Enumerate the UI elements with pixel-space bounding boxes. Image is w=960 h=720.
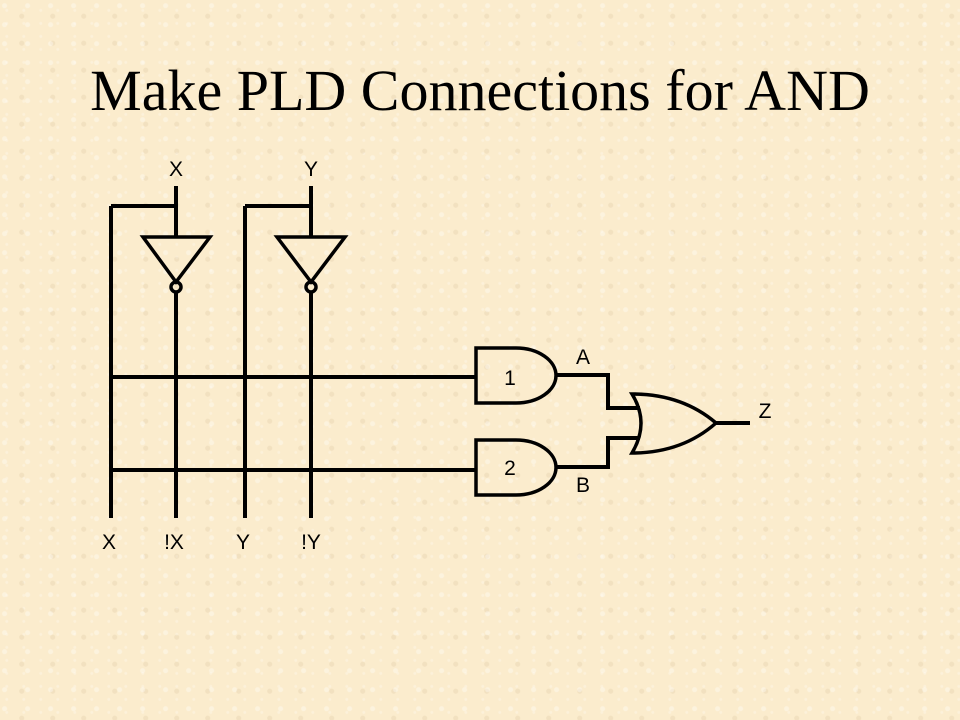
inverter-y bbox=[273, 235, 349, 518]
or-gate bbox=[628, 392, 750, 455]
line-not-x-label: !X bbox=[164, 531, 184, 554]
input-x-label: X bbox=[169, 158, 183, 181]
and-gate-2-label: 2 bbox=[504, 457, 516, 480]
signal-a-label: A bbox=[576, 346, 590, 369]
and-to-or-wiring bbox=[556, 373, 640, 469]
y-input-wiring bbox=[243, 186, 313, 518]
input-y-label: Y bbox=[304, 158, 318, 181]
signal-z-label: Z bbox=[759, 400, 772, 423]
and-gate-1: 1 bbox=[474, 346, 558, 405]
and-gate-1-label: 1 bbox=[504, 367, 516, 390]
and-gate-2: 2 bbox=[474, 438, 558, 497]
inverter-x bbox=[139, 235, 214, 518]
line-not-y-label: !Y bbox=[301, 531, 321, 554]
line-y-label: Y bbox=[236, 531, 250, 554]
signal-b-label: B bbox=[576, 474, 590, 497]
line-x-label: X bbox=[102, 531, 116, 554]
x-input-wiring bbox=[109, 186, 178, 518]
slide-title: Make PLD Connections for AND bbox=[90, 58, 870, 123]
